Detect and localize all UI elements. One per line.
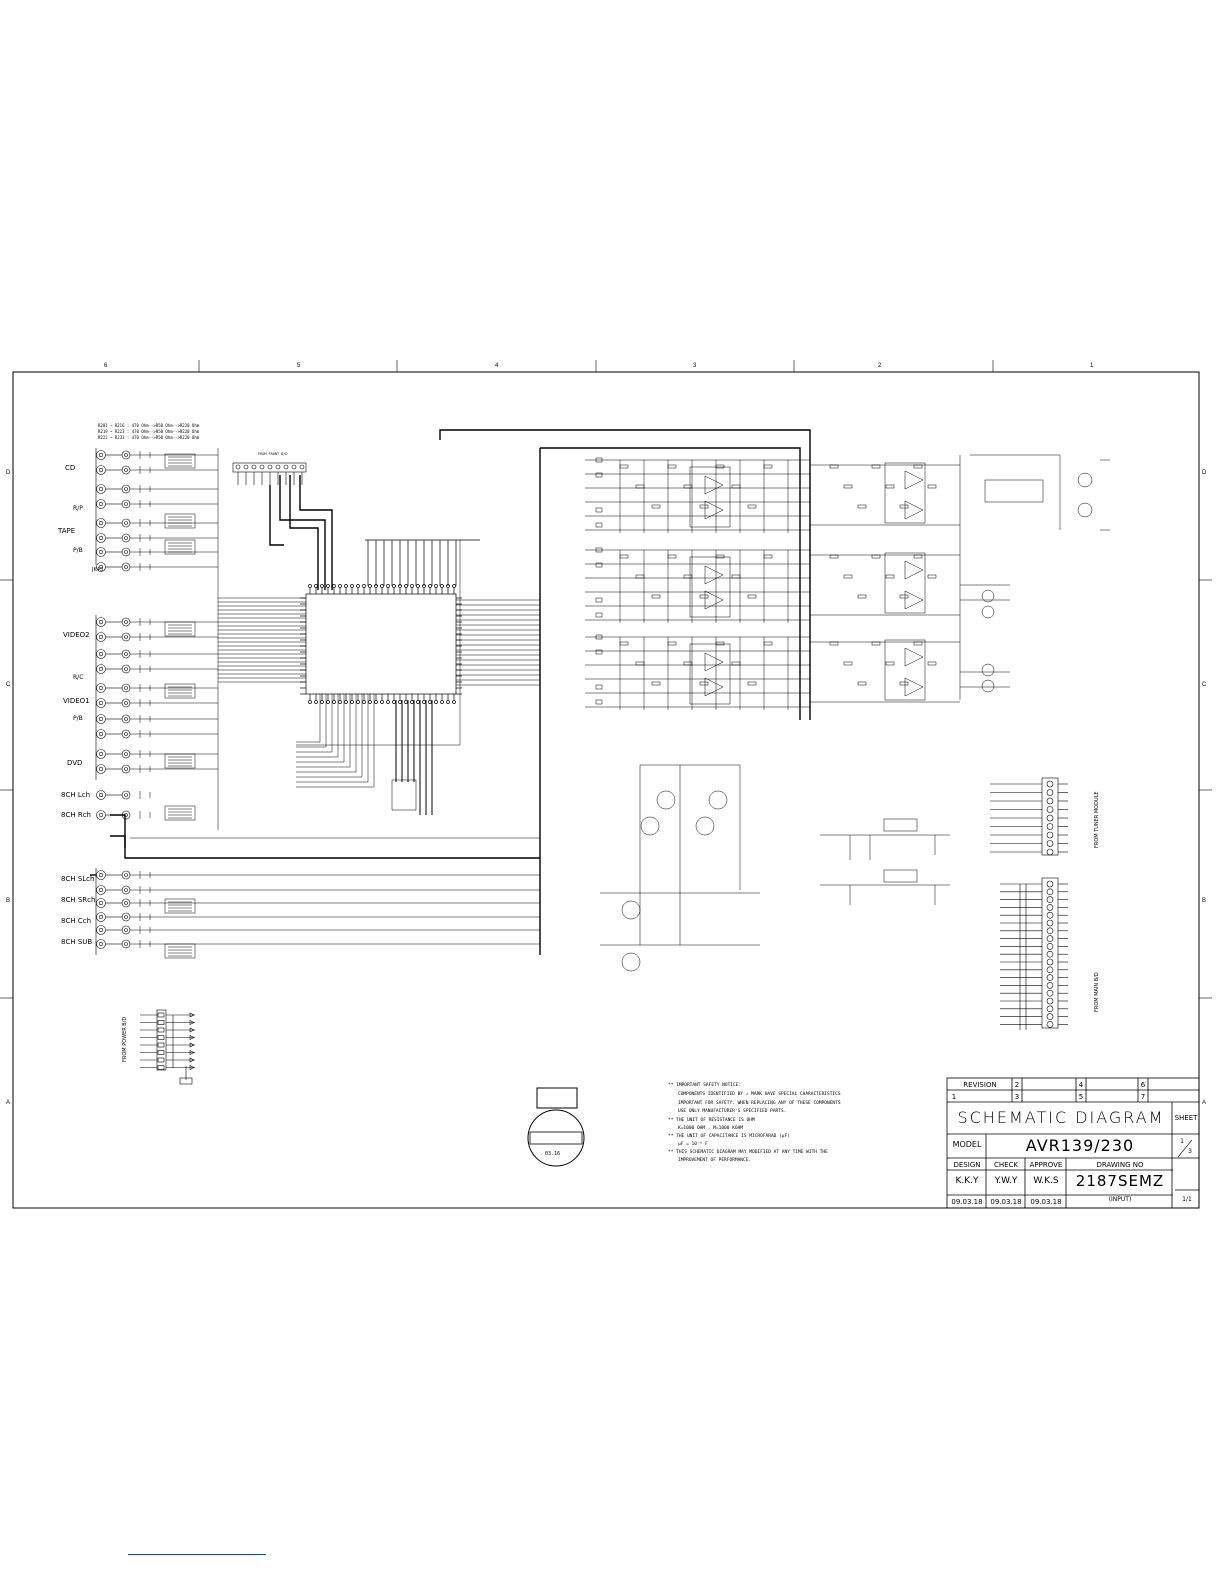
zone-row-c-left: C [6,682,11,688]
title-block [946,1077,1200,1209]
zone-col-1: 1 [1090,363,1094,369]
note-line-4: USE ONLY MANUFACTURER'S SPECIFIED PARTS. [678,1109,787,1114]
zone-row-a-left: A [6,1100,11,1106]
note-line-2: COMPONENTS IDENTIFIED BY ⚠ MARK HAVE SPE… [678,1092,841,1097]
front-connector [232,462,307,485]
zone-row-c-right: C [1202,682,1207,688]
input-8ch-cch: 8CH Cch [61,917,92,925]
sheet-total: 3 [1188,1148,1192,1155]
revision-label: REVISION [963,1081,997,1089]
note-line-3: IMPORTANT FOR SAFETY. WHEN REPLACING ANY… [678,1101,841,1106]
from-tuner-label: FROM TUNER MODULE [1094,791,1100,848]
output-block [970,454,1110,693]
input-traces [130,448,540,945]
zone-row-b-right: B [1202,898,1207,904]
zone-row-d-right: D [1202,470,1207,476]
drawing-no-label: DRAWING NO [1096,1161,1144,1169]
stamp-circle [527,1109,585,1167]
drawing-title: SCHEMATIC DIAGRAM [957,1108,1165,1127]
opamp-stages [585,455,1010,710]
rev-num-2: 2 [1014,1081,1020,1089]
resistor-note-2: R219 ~ R223 : 470 Ohm-->R50 Ohm-->R220 O… [98,429,200,434]
input-pb-2: P/B [73,715,83,722]
from-power-label: FROM POWER B/D [122,1016,128,1062]
note-line-10: IMPROVEMENT OF PERFORMANCE. [678,1158,752,1163]
stamp-date: 03.16 [545,1151,561,1157]
drawing-number: 2187SEMZ [1075,1172,1165,1190]
rev-num-1: 1 [951,1093,957,1101]
rev-num-5: 5 [1078,1093,1084,1101]
drawing-sub: (INPUT) [1108,1196,1132,1203]
heavy-traces [90,429,811,955]
model-value: AVR139/230 [1025,1136,1135,1155]
designer-initials: K.K.Y [955,1176,979,1186]
regulators [820,818,950,905]
input-dvd: DVD [67,759,83,767]
input-video1: VIDEO1 [63,697,90,705]
rev-num-6: 6 [1140,1081,1146,1089]
input-tape: TAPE [58,527,76,535]
approver-initials: W.K.S [1033,1176,1059,1186]
input-pb: P/B [73,547,83,554]
ic-to-mute-traces [391,700,433,815]
drawing-frame [12,371,1200,1209]
note-line-7: ** THE UNIT OF CAPACITANCE IS MICROFARAD… [668,1134,790,1139]
input-video2: VIDEO2 [63,631,90,639]
zone-ticks [0,360,1212,999]
note-line-5: ** THE UNIT OF RESISTANCE IS OHM [668,1118,755,1123]
design-date: 09.03.18 [951,1198,983,1206]
input-cd: CD [65,464,76,472]
input-rc: R/C [73,674,84,681]
input-jack: JK43 [92,567,104,573]
zone-col-3: 3 [693,363,697,369]
resistor-note-1: R201 ~ R216 : 470 Ohm-->R50 Ohm-->R220 O… [98,423,200,428]
input-selector-ic [300,539,480,704]
model-label: MODEL [952,1140,982,1149]
zone-col-5: 5 [297,363,301,369]
page-fraction: 1/1 [1182,1196,1192,1203]
tuner-connector [990,777,1068,856]
main-connector [1000,877,1068,1030]
sheet-number: 1 [1180,1138,1184,1145]
input-jacks [95,448,131,955]
design-label: DESIGN [953,1161,981,1169]
resistor-note-3: R222 ~ R233 : 470 Ohm-->R50 Ohm-->R220 O… [98,435,200,440]
input-8ch-lch: 8CH Lch [61,791,91,799]
note-line-9: ** THIS SCHEMATIC DIAGRAM MAY MODIFIED A… [668,1150,828,1155]
checker-initials: Y.W.Y [994,1176,1018,1186]
input-8ch-rch: 8CH Rch [61,811,91,819]
input-8ch-slch: 8CH SLch [61,875,95,883]
zone-col-2: 2 [878,363,882,369]
note-line-8: µF = 10⁻⁶ F [678,1142,708,1147]
input-rp: R/P [73,505,83,512]
input-8ch-srch: 8CH SRch [61,896,96,904]
from-main-label: FROM MAIN B/D [1094,972,1100,1012]
footer-link-line [128,1554,266,1555]
zone-row-d-left: D [6,470,11,476]
stamp-box [536,1087,578,1109]
power-connector [140,1009,195,1085]
note-line-1: ** IMPORTANT SAFETY NOTICE: [668,1083,742,1088]
zone-row-a-right: A [1202,1100,1207,1106]
check-date: 09.03.18 [990,1198,1022,1206]
input-8ch-sub: 8CH SUB [61,938,93,946]
rev-num-7: 7 [1140,1093,1146,1101]
from-front-label: FROM FRONT B/D [258,452,288,456]
rev-num-3: 3 [1014,1093,1020,1101]
note-line-6: K=1000 OHM , M=1000 KOHM [678,1126,744,1131]
rc-networks [139,451,196,959]
zone-col-6: 6 [104,363,108,369]
sheet-label: SHEET [1174,1114,1198,1122]
zone-col-4: 4 [495,363,499,369]
check-label: CHECK [993,1161,1019,1169]
approve-date: 09.03.18 [1030,1198,1062,1206]
mute-section [600,764,760,972]
rev-num-4: 4 [1078,1081,1084,1089]
approve-label: APPROVE [1029,1161,1063,1169]
zone-row-b-left: B [6,898,11,904]
